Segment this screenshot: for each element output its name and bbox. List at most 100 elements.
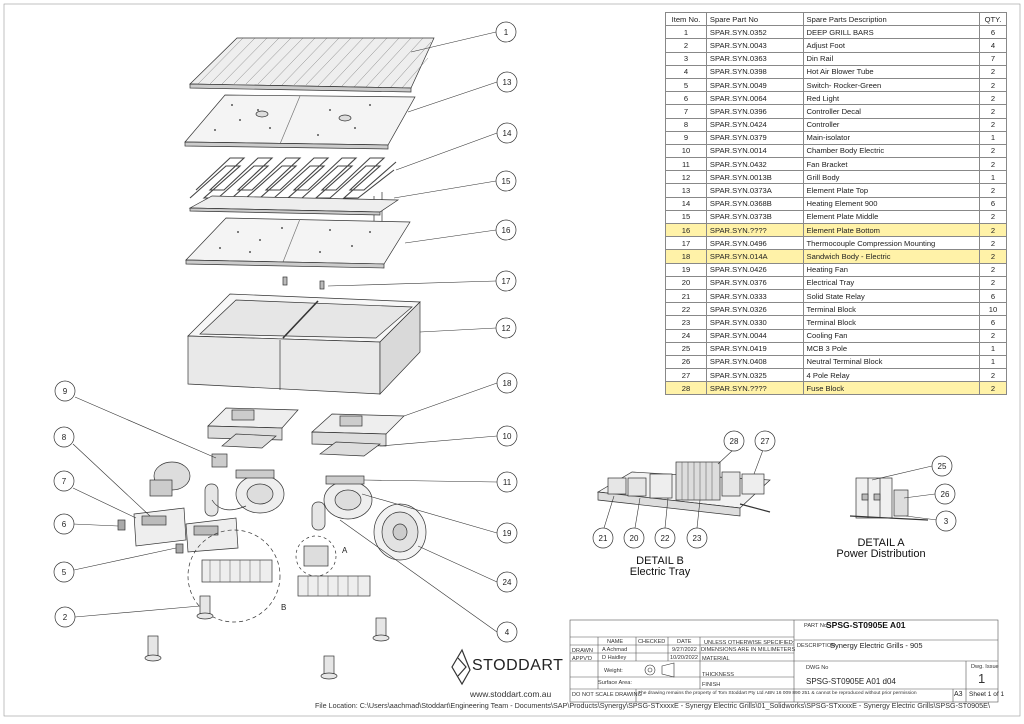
- sheet-border: [3, 3, 1021, 717]
- svg-text:27: 27: [761, 437, 770, 446]
- element-plate-bottom-part: [185, 217, 411, 269]
- balloon-24: 24: [496, 571, 518, 593]
- svg-text:21: 21: [599, 534, 608, 543]
- balloon-18: 18: [496, 372, 518, 394]
- cooling-fan-part: [373, 503, 427, 561]
- detail-b-letter: B: [281, 603, 286, 612]
- balloon-15: 15: [495, 170, 517, 192]
- bom-cell-qty: 2: [979, 328, 1007, 343]
- bom-cell-qty: 6: [979, 315, 1007, 330]
- bom-cell-item: 1: [665, 25, 707, 40]
- balloon-10: 10: [496, 425, 518, 447]
- svg-text:8: 8: [62, 433, 67, 442]
- stoddart-logo-icon: [451, 648, 471, 686]
- bom-cell-desc: Element Plate Bottom: [802, 222, 981, 238]
- svg-text:18: 18: [503, 379, 512, 388]
- tb-tolerance-note-1: UNLESS OTHERWISE SPECIFIED:: [704, 640, 795, 646]
- balloon-25: 25: [931, 455, 953, 477]
- tb-dwg-no-label: DWG No: [806, 665, 829, 671]
- bom-cell-qty: 2: [979, 249, 1007, 264]
- tb-thickness-label: THICKNESS: [702, 672, 735, 678]
- svg-text:14: 14: [503, 129, 512, 138]
- tb-drawn-date: 9/27/2022: [672, 647, 697, 653]
- chamber-body-part: [221, 433, 381, 457]
- bom-cell-desc: Thermocouple Compression Mounting: [802, 236, 981, 251]
- bom-cell-desc: Hot Air Blower Tube: [802, 64, 981, 79]
- bom-cell-part: SPAR.SYN.0424: [705, 117, 804, 132]
- svg-text:5: 5: [62, 568, 67, 577]
- bom-cell-desc: Cooling Fan: [802, 328, 981, 343]
- balloon-27: 27: [754, 430, 776, 452]
- detail-b-callout-circle: [187, 529, 281, 623]
- balloons: 1 13 14 15 16 17 12 18 10 11 19 24 4 9 8…: [53, 21, 957, 643]
- file-location: File Location: C:\Users\aachmad\Stoddart…: [315, 701, 990, 710]
- tb-part-no: SPSG-ST0905E A01: [826, 620, 906, 630]
- bom-cell-part: SPAR.SYN.0013B: [705, 170, 804, 185]
- balloon-6: 6: [53, 513, 75, 535]
- bom-cell-item: 21: [665, 288, 707, 304]
- detail-a-title-line1: DETAIL A: [857, 537, 905, 549]
- bom-cell-qty: 10: [979, 302, 1007, 317]
- tb-tolerance-note-2: DIMENSIONS ARE IN MILLIMETERS: [701, 647, 796, 653]
- tb-approved-name: D Haidley: [602, 655, 627, 661]
- bom-cell-qty: 2: [979, 157, 1007, 172]
- svg-text:16: 16: [502, 226, 511, 235]
- tb-property-note: The drawing remains the property of Tom …: [638, 691, 917, 696]
- bom-cell-item: 27: [665, 368, 707, 383]
- bom-cell-part: SPAR.SYN.0408: [705, 354, 804, 370]
- bom-cell-item: 17: [665, 236, 707, 251]
- bom-cell-desc: Adjust Foot: [802, 38, 981, 53]
- balloon-28: 28: [723, 430, 745, 452]
- bom-cell-desc: Din Rail: [802, 51, 981, 66]
- bom-cell-item: 12: [665, 170, 707, 185]
- bom-cell-qty: 4: [979, 38, 1007, 53]
- detail-b-electric-tray: [596, 461, 771, 517]
- bom-cell-qty: 2: [979, 183, 1007, 198]
- bom-cell-part: SPAR.SYN.0419: [705, 341, 804, 356]
- main-isolator-part: [211, 453, 228, 468]
- detail-a-title-line2: Power Distribution: [836, 548, 926, 560]
- tb-material-label: MATERIAL: [702, 656, 730, 662]
- bom-cell-desc: 4 Pole Relay: [802, 368, 981, 383]
- bom-cell-item: 16: [665, 222, 707, 238]
- tb-drawn-name: A Achmad: [602, 647, 628, 653]
- balloon-12: 12: [495, 317, 517, 339]
- tb-sheet: Sheet 1 of 1: [969, 691, 1005, 698]
- svg-text:6: 6: [62, 520, 67, 529]
- bom-cell-desc: Switch- Rocker-Green: [802, 77, 981, 93]
- bom-cell-part: SPAR.SYN.0049: [705, 77, 804, 93]
- bom-cell-item: 20: [665, 275, 707, 290]
- bom-cell-part: SPAR.SYN.0064: [705, 91, 804, 106]
- bom-cell-item: 22: [665, 302, 707, 317]
- svg-text:2: 2: [63, 613, 68, 622]
- bom-cell-qty: 1: [979, 341, 1007, 356]
- bom-cell-part: SPAR.SYN.0325: [705, 368, 804, 383]
- detail-a-callout-circle: [295, 535, 371, 597]
- bom-cell-qty: 2: [979, 381, 1007, 396]
- bom-cell-desc: MCB 3 Pole: [802, 341, 981, 356]
- bom-cell-qty: 1: [979, 170, 1007, 185]
- bom-cell-qty: 2: [979, 222, 1007, 238]
- svg-text:26: 26: [941, 490, 950, 499]
- bom-cell-desc: Heating Element 900: [802, 196, 981, 211]
- bom-cell-part: SPAR.SYN.0043: [705, 38, 804, 53]
- bom-cell-item: 15: [665, 209, 707, 225]
- svg-text:28: 28: [730, 437, 739, 446]
- bom-cell-part: SPAR.SYN.????: [705, 222, 804, 238]
- bom-cell-item: 3: [665, 51, 707, 66]
- element-plate-middle-part: [188, 195, 400, 216]
- bom-cell-part: SPAR.SYN.014A: [705, 249, 804, 264]
